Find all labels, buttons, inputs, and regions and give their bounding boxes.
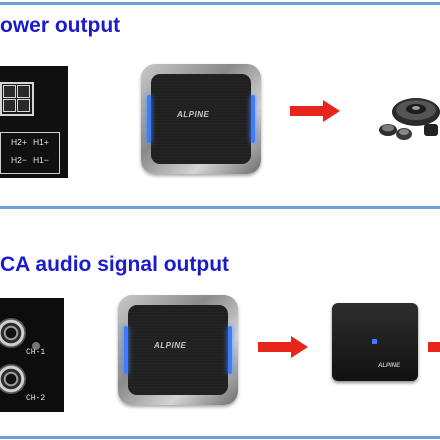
section-title-power-output: ower output (0, 14, 121, 37)
amp-led-right (228, 325, 232, 375)
brand-logo: ALPINE (154, 341, 187, 350)
right-arrow-icon (258, 336, 308, 358)
power-led-icon (372, 339, 377, 344)
pin-label: H1+ (33, 137, 49, 147)
divider-bottom (0, 436, 440, 439)
pin-label: H2− (11, 155, 27, 165)
section-title-rca-output: CA audio signal output (0, 253, 230, 276)
pin-label: H2+ (11, 137, 27, 147)
amp-led-right (251, 94, 255, 144)
brand-logo: ALPINE (177, 110, 210, 119)
power-connector-photo: H2+ H1+ H2− H1− (0, 66, 68, 178)
ground-screw-icon (32, 342, 40, 350)
divider-middle (0, 206, 440, 209)
connector-socket-icon (0, 82, 34, 116)
rca-jack-icon (0, 364, 26, 394)
external-amplifier-image: ALPINE (332, 303, 418, 381)
rca-jack-icon (0, 318, 26, 348)
rca-channel-label: CH-2 (26, 394, 46, 403)
amp-led-left (147, 94, 151, 144)
right-arrow-icon (428, 342, 440, 352)
amplifier-image: ALPINE (118, 295, 238, 405)
divider-top (0, 2, 440, 5)
rca-channel-label: CH-1 (26, 348, 46, 357)
amplifier-image: ALPINE (141, 64, 261, 174)
pin-label-box: H2+ H1+ H2− H1− (0, 132, 60, 174)
pin-label: H1− (33, 155, 49, 165)
right-arrow-icon (290, 100, 340, 122)
brand-logo: ALPINE (378, 363, 401, 369)
speaker-set-image (379, 98, 440, 140)
amp-led-left (124, 325, 128, 375)
rca-connector-photo: CH-1 CH-2 (0, 298, 64, 412)
